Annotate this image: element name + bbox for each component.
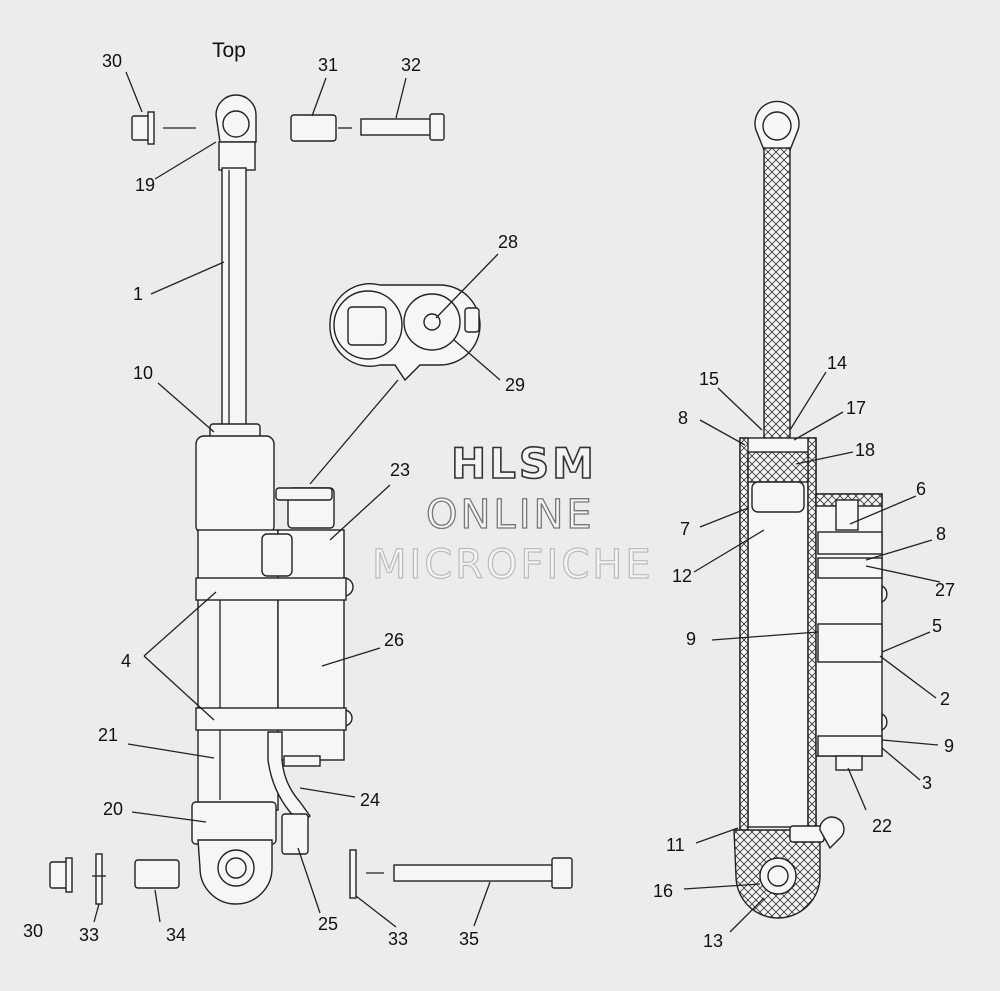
- callout-26: 26: [384, 630, 404, 650]
- callout-8-right: 8: [936, 524, 946, 544]
- callout-24: 24: [360, 790, 380, 810]
- callout-34: 34: [166, 925, 186, 945]
- leader-lines: [93, 71, 941, 933]
- callout-30-bottom: 30: [23, 921, 43, 941]
- callout-25: 25: [318, 914, 338, 934]
- callout-30-top: 30: [102, 51, 122, 71]
- callout-7: 7: [680, 519, 690, 539]
- callout-16: 16: [653, 881, 673, 901]
- callout-8-upper: 8: [678, 408, 688, 428]
- clamp-lower: [195, 707, 347, 731]
- callout-1: 1: [133, 284, 143, 304]
- bushing-lower: [134, 859, 180, 889]
- callout-33-left: 33: [79, 925, 99, 945]
- flange-nut-top: [131, 111, 155, 145]
- shaft-eyelet: [215, 94, 257, 171]
- callout-20: 20: [103, 799, 123, 819]
- piston-shaft: [221, 167, 247, 427]
- callout-5: 5: [932, 616, 942, 636]
- callout-31: 31: [318, 55, 338, 75]
- callout-11: 11: [666, 835, 685, 855]
- callout-28: 28: [498, 232, 518, 252]
- callout-23: 23: [390, 460, 410, 480]
- callout-4: 4: [121, 651, 131, 671]
- clamp-upper: [195, 577, 347, 601]
- callout-15: 15: [699, 369, 719, 389]
- watermark-line-3: MICROFICHE: [372, 542, 654, 588]
- callout-35: 35: [459, 929, 479, 949]
- washer-right: [349, 849, 357, 899]
- bolt-top: [360, 113, 445, 141]
- top-orientation-label: Top: [212, 39, 246, 62]
- callout-6: 6: [916, 479, 926, 499]
- bolt-bottom: [393, 857, 573, 889]
- cross-section-view: [733, 100, 888, 919]
- callout-numbers: 30 31 32 19 28 1 29 10 23 4 26 21 24 20 …: [23, 51, 955, 951]
- body-eyelet: [191, 801, 277, 905]
- callout-13: 13: [703, 931, 723, 951]
- washer-left: [95, 853, 103, 905]
- callout-9-left: 9: [686, 629, 696, 649]
- hose-fitting: [281, 813, 309, 855]
- watermark: HLSM ONLINE MICROFICHE: [371, 438, 654, 588]
- bushing: [290, 114, 337, 142]
- callout-14: 14: [827, 353, 847, 373]
- callout-9-right: 9: [944, 736, 954, 756]
- hose: [267, 731, 311, 825]
- callout-17: 17: [846, 398, 866, 418]
- callout-19: 19: [135, 175, 155, 195]
- callout-27: 27: [935, 580, 955, 600]
- watermark-line-1: HLSM: [451, 439, 597, 488]
- reservoir-top-view: [329, 283, 481, 382]
- callout-22: 22: [872, 816, 892, 836]
- callout-33-right: 33: [388, 929, 408, 949]
- shock-body: [195, 435, 279, 811]
- callout-3: 3: [922, 773, 932, 793]
- callout-29: 29: [505, 375, 525, 395]
- callout-12: 12: [672, 566, 692, 586]
- callout-10: 10: [133, 363, 153, 383]
- callout-18: 18: [855, 440, 875, 460]
- watermark-line-2: ONLINE: [426, 492, 595, 538]
- callout-32: 32: [401, 55, 421, 75]
- callout-21: 21: [98, 725, 118, 745]
- callout-2: 2: [940, 689, 950, 709]
- flange-nut-bottom: [49, 857, 73, 893]
